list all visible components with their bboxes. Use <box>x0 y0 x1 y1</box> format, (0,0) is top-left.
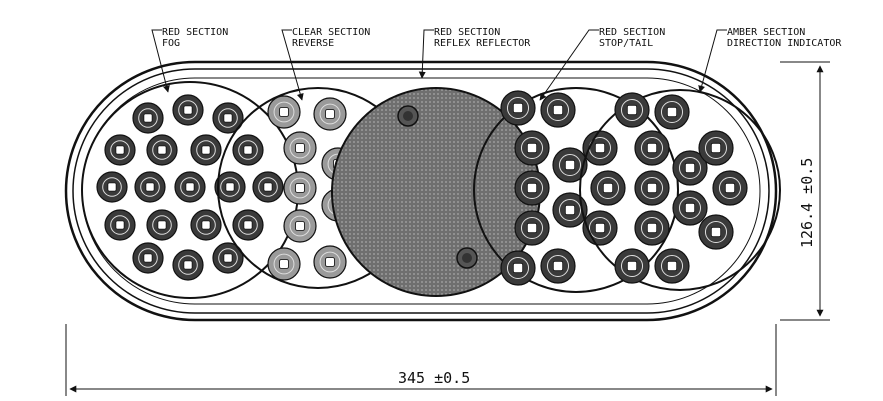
led <box>232 209 264 241</box>
led <box>283 131 317 165</box>
led <box>500 90 536 126</box>
led <box>190 134 222 166</box>
led <box>252 171 284 203</box>
callout-reverse-line2: REVERSE <box>292 38 334 49</box>
led <box>132 102 164 134</box>
led <box>283 209 317 243</box>
led <box>104 209 136 241</box>
callout-reflex-line1: RED SECTION <box>434 27 500 38</box>
led <box>654 248 690 284</box>
led <box>104 134 136 166</box>
led <box>698 214 734 250</box>
led <box>174 171 206 203</box>
led <box>500 250 536 286</box>
width-dimension: 345 ±0.5 <box>65 324 777 396</box>
callout-stop-line2: STOP/TAIL <box>599 38 653 49</box>
led <box>190 209 222 241</box>
led <box>146 134 178 166</box>
led <box>634 130 670 166</box>
led <box>654 94 690 130</box>
led <box>212 102 244 134</box>
led <box>313 245 347 279</box>
callout-stop-tail: RED SECTION STOP/TAIL <box>539 27 665 101</box>
led <box>540 248 576 284</box>
led <box>134 171 166 203</box>
fog-section <box>81 81 299 299</box>
led <box>96 171 128 203</box>
led <box>614 92 650 128</box>
callout-fog: RED SECTION FOG <box>151 27 228 93</box>
led <box>172 249 204 281</box>
led <box>267 247 301 281</box>
led <box>540 92 576 128</box>
led <box>514 170 550 206</box>
led <box>634 210 670 246</box>
callout-reverse: CLEAR SECTION REVERSE <box>281 27 370 101</box>
lamp-housing <box>64 60 778 322</box>
height-dimension: 126.4 ±0.5 <box>780 61 830 321</box>
callout-amber-line2: DIRECTION INDICATOR <box>727 38 842 49</box>
callout-reflex: RED SECTION REFLEX REFLECTOR <box>418 27 531 79</box>
led <box>514 130 550 166</box>
led <box>212 242 244 274</box>
led <box>698 130 734 166</box>
led <box>172 94 204 126</box>
led <box>552 147 588 183</box>
callout-direction: AMBER SECTION DIRECTION INDICATOR <box>698 27 842 93</box>
led <box>634 170 670 206</box>
callout-stop-line1: RED SECTION <box>599 27 665 38</box>
led <box>590 170 626 206</box>
led <box>712 170 748 206</box>
led <box>514 210 550 246</box>
led <box>582 130 618 166</box>
callout-fog-line2: FOG <box>162 38 180 49</box>
height-dimension-label: 126.4 ±0.5 <box>798 158 816 248</box>
stop-tail-section <box>473 87 679 293</box>
led <box>614 248 650 284</box>
led <box>214 171 246 203</box>
callout-amber-line1: AMBER SECTION <box>727 27 805 38</box>
led <box>672 190 708 226</box>
direction-indicator-section <box>579 89 781 291</box>
led <box>552 192 588 228</box>
led <box>283 171 317 205</box>
callout-reverse-line1: CLEAR SECTION <box>292 27 370 38</box>
led <box>313 97 347 131</box>
led <box>146 209 178 241</box>
callout-fog-line1: RED SECTION <box>162 27 228 38</box>
callout-reflex-line2: REFLEX REFLECTOR <box>434 38 531 49</box>
led <box>132 242 164 274</box>
led <box>267 95 301 129</box>
width-dimension-label: 345 ±0.5 <box>398 369 470 387</box>
led <box>672 150 708 186</box>
led <box>232 134 264 166</box>
